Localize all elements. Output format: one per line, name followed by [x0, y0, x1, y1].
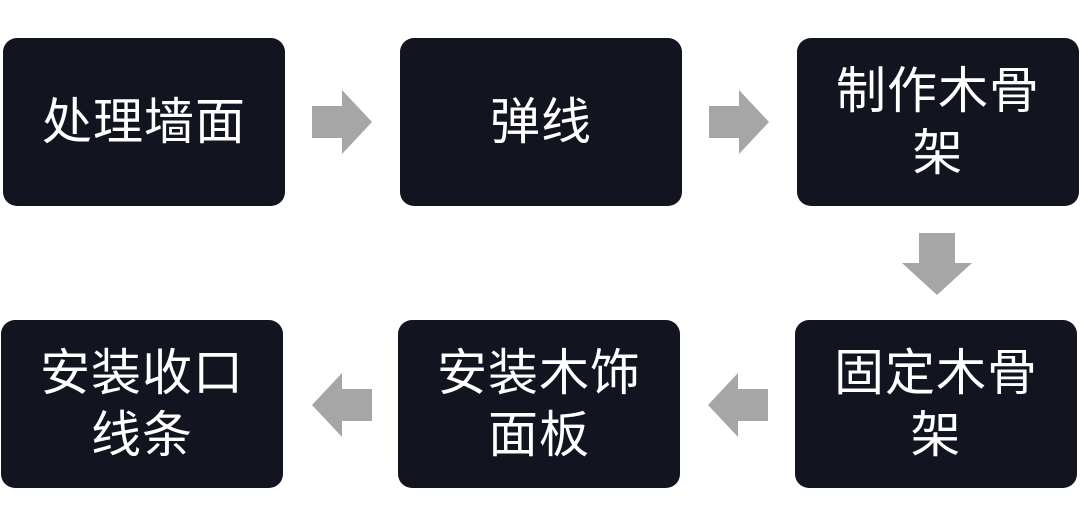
step-label: 安装木饰面板	[437, 344, 641, 464]
arrow-left-icon	[708, 373, 768, 437]
step-label: 固定木骨架	[834, 344, 1038, 464]
step-label: 处理墙面	[42, 93, 246, 151]
step-install-wood-panel: 安装木饰面板	[398, 320, 680, 488]
step-process-wall: 处理墙面	[3, 38, 285, 206]
arrow-right-icon	[312, 90, 372, 154]
arrow-down-icon	[902, 233, 972, 295]
step-fix-wood-frame: 固定木骨架	[795, 320, 1077, 488]
arrow-left-icon	[312, 373, 372, 437]
step-label: 安装收口线条	[40, 344, 244, 464]
step-label: 制作木骨架	[836, 62, 1040, 182]
step-install-trim-lines: 安装收口线条	[1, 320, 283, 488]
step-snap-line: 弹线	[400, 38, 682, 206]
step-make-wood-frame: 制作木骨架	[797, 38, 1079, 206]
arrow-right-icon	[709, 90, 769, 154]
step-label: 弹线	[490, 93, 592, 151]
